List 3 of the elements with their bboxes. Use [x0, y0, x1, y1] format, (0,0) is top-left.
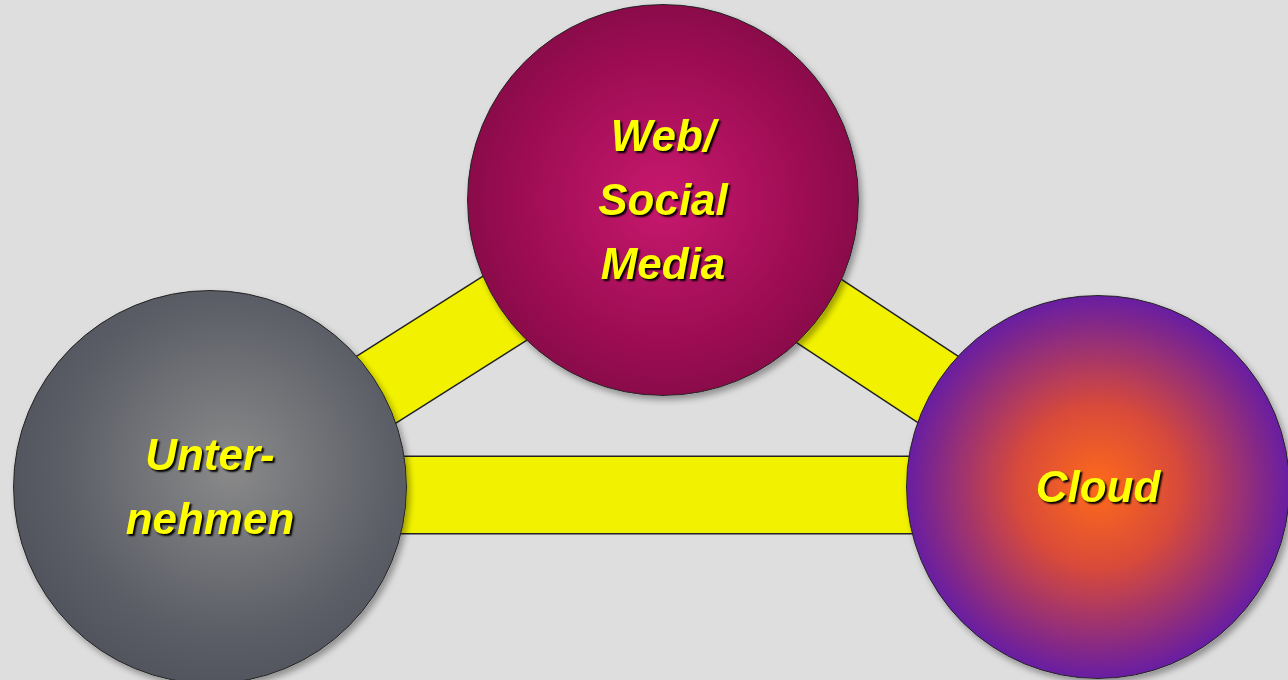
node-label: Unter- nehmen	[124, 429, 296, 545]
node-label: Cloud	[1034, 461, 1162, 513]
node-label: Web/ Social Media	[597, 110, 730, 290]
